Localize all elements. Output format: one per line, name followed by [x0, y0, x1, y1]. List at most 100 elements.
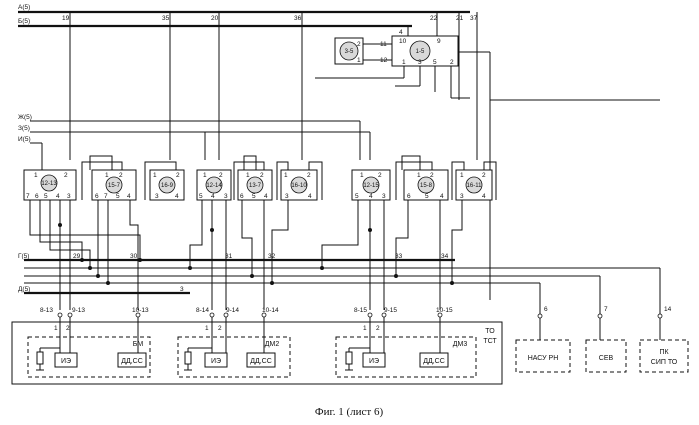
module-15-8-pin-5: 5	[425, 193, 429, 200]
wire-33-label: 33	[395, 253, 403, 260]
unit-1-5-label: 1-5	[416, 49, 425, 55]
conn-15-p2: 2	[376, 325, 380, 332]
pin-12: 12	[380, 57, 388, 64]
wire-21-label: 21	[456, 15, 464, 22]
module-12-13-pin-2: 2	[64, 172, 68, 179]
module-16-10: 16-10 1 2 3 4	[281, 170, 317, 200]
module-13-7-pin-2: 2	[260, 172, 264, 179]
module-16-11-pin-4: 4	[482, 193, 486, 200]
module-13-7-pin-4: 4	[264, 193, 268, 200]
module-12-14: 12-14 1 2 5 4 3	[197, 170, 231, 200]
wire-36-label: 36	[294, 15, 302, 22]
module-12-13: 12-13 1 2 7 6 5 4 3	[24, 170, 76, 200]
pin-11: 11	[380, 41, 387, 48]
conn-1-13-p1: 1	[54, 325, 58, 332]
bus-zh: Ж(5)	[18, 114, 360, 160]
block-dm3-label: ДМ3	[453, 341, 468, 348]
sev-label: СЕВ	[599, 355, 614, 362]
conn-9-15: 9-15	[384, 307, 397, 314]
block-bm-dd: ДД,СС	[121, 358, 143, 365]
module-15-8-label: 15-8	[420, 183, 433, 189]
module-12-15-pin-1: 1	[360, 172, 364, 179]
connector-group-2: 8-14 9-14 10-14 1 2 ДМ2 ИЭ ДД,СС	[178, 307, 290, 377]
unit-1-5-pin-3b: 3	[418, 59, 422, 66]
block-nasu: 6 НАСУ РН	[516, 283, 570, 372]
bus-i-label: И(5)	[18, 136, 31, 143]
bus-a: А(5)	[18, 4, 470, 12]
module-16-9-label: 16-9	[161, 183, 174, 189]
module-15-8-pin-2: 2	[430, 172, 434, 179]
module-16-11-pin-1: 1	[460, 172, 464, 179]
module-13-7-label: 13-7	[249, 183, 262, 189]
module-13-7-pin-6: 6	[240, 193, 244, 200]
module-12-13-label: 12-13	[41, 181, 57, 187]
wire-19-label: 19	[62, 15, 70, 22]
wire-34-label: 34	[441, 253, 449, 260]
wire-3-label: 3	[180, 286, 184, 293]
unit-3-5-label: 3-5	[345, 49, 354, 55]
conn-8-15: 8-15	[354, 307, 367, 314]
wire-37-label: 37	[470, 15, 478, 22]
block-dm3-ie: ИЭ	[369, 358, 379, 365]
block-sev: 7 СЕВ	[586, 276, 626, 372]
unit-1-5-pin-5b: 5	[433, 59, 437, 66]
conn-14-p2: 2	[218, 325, 222, 332]
bus-z-label: З(5)	[18, 125, 30, 132]
wire-30-label: 30	[130, 253, 138, 260]
bus-d: Д(5) 3	[18, 286, 190, 293]
module-16-11-pin-2: 2	[482, 172, 486, 179]
wire-14-label: 14	[664, 306, 672, 313]
module-15-7: 15-7 1 2 6 7 5 4	[92, 170, 136, 200]
unit-1-5-pin-1b: 1	[402, 59, 406, 66]
tst-to-label: ТО	[485, 328, 495, 335]
module-16-9-pin-1: 1	[153, 172, 157, 179]
module-15-7-pin-7: 7	[104, 193, 108, 200]
module-16-9-pin-2: 2	[176, 172, 180, 179]
module-16-11-pin-3: 3	[460, 193, 464, 200]
module-16-10-pin-3: 3	[285, 193, 289, 200]
block-dm2-label: ДМ2	[265, 341, 280, 348]
module-15-8: 15-8 1 2 6 5 4	[404, 170, 448, 200]
module-12-13-pin-6: 6	[35, 193, 39, 200]
wire-32-label: 32	[268, 253, 276, 260]
block-dm3-dd: ДД,СС	[423, 358, 445, 365]
module-12-14-pin-5: 5	[199, 193, 203, 200]
nasu-label: НАСУ РН	[528, 355, 559, 362]
module-12-14-label: 12-14	[206, 183, 222, 189]
wire-35-label: 35	[162, 15, 170, 22]
module-16-10-pin-2: 2	[307, 172, 311, 179]
module-13-7: 13-7 1 2 6 5 4	[238, 170, 272, 200]
module-12-15-pin-5: 5	[355, 193, 359, 200]
module-12-15-pin-3: 3	[382, 193, 386, 200]
connector-group-1: 8-13 9-13 10-13 1 2 БМ ИЭ ДД,СС	[28, 307, 150, 377]
unit-3-5-pin-2: 2	[357, 41, 361, 48]
block-dm2-ie: ИЭ	[211, 358, 221, 365]
bus-a-label: А(5)	[18, 4, 30, 11]
module-15-8-pin-4: 4	[440, 193, 444, 200]
unit-1-5-pin-10: 10	[399, 38, 407, 45]
unit-1-5-pin-9: 9	[437, 38, 441, 45]
unit-1-5-pin-4: 4	[399, 29, 403, 36]
module-13-7-pin-5: 5	[252, 193, 256, 200]
module-12-13-pin-1: 1	[34, 172, 38, 179]
module-12-15-label: 12-15	[363, 183, 379, 189]
conn-9-13: 9-13	[72, 307, 85, 314]
module-16-10-label: 16-10	[291, 183, 307, 189]
wire-20-label: 20	[211, 15, 219, 22]
connector-group-3: 8-15 9-15 10-15 1 2 ДМ3 ИЭ ДД,СС	[336, 307, 476, 377]
module-15-7-label: 15-7	[108, 183, 121, 189]
module-12-14-pin-4: 4	[211, 193, 215, 200]
unit-3-5-pin-1: 1	[357, 57, 361, 64]
module-12-13-pin-5: 5	[44, 193, 48, 200]
module-12-14-pin-1: 1	[203, 172, 207, 179]
wire-22-label: 22	[430, 15, 438, 22]
conn-1-13-p2: 2	[66, 325, 70, 332]
bus-z: З(5)	[18, 125, 370, 160]
module-13-7-pin-1: 1	[246, 172, 250, 179]
conn-14-p1: 1	[205, 325, 209, 332]
bus-i: И(5)	[18, 136, 42, 170]
wire-31-label: 31	[225, 253, 233, 260]
bus-zh-label: Ж(5)	[18, 114, 32, 121]
module-12-14-pin-3: 3	[224, 193, 228, 200]
module-15-7-pin-5: 5	[116, 193, 120, 200]
